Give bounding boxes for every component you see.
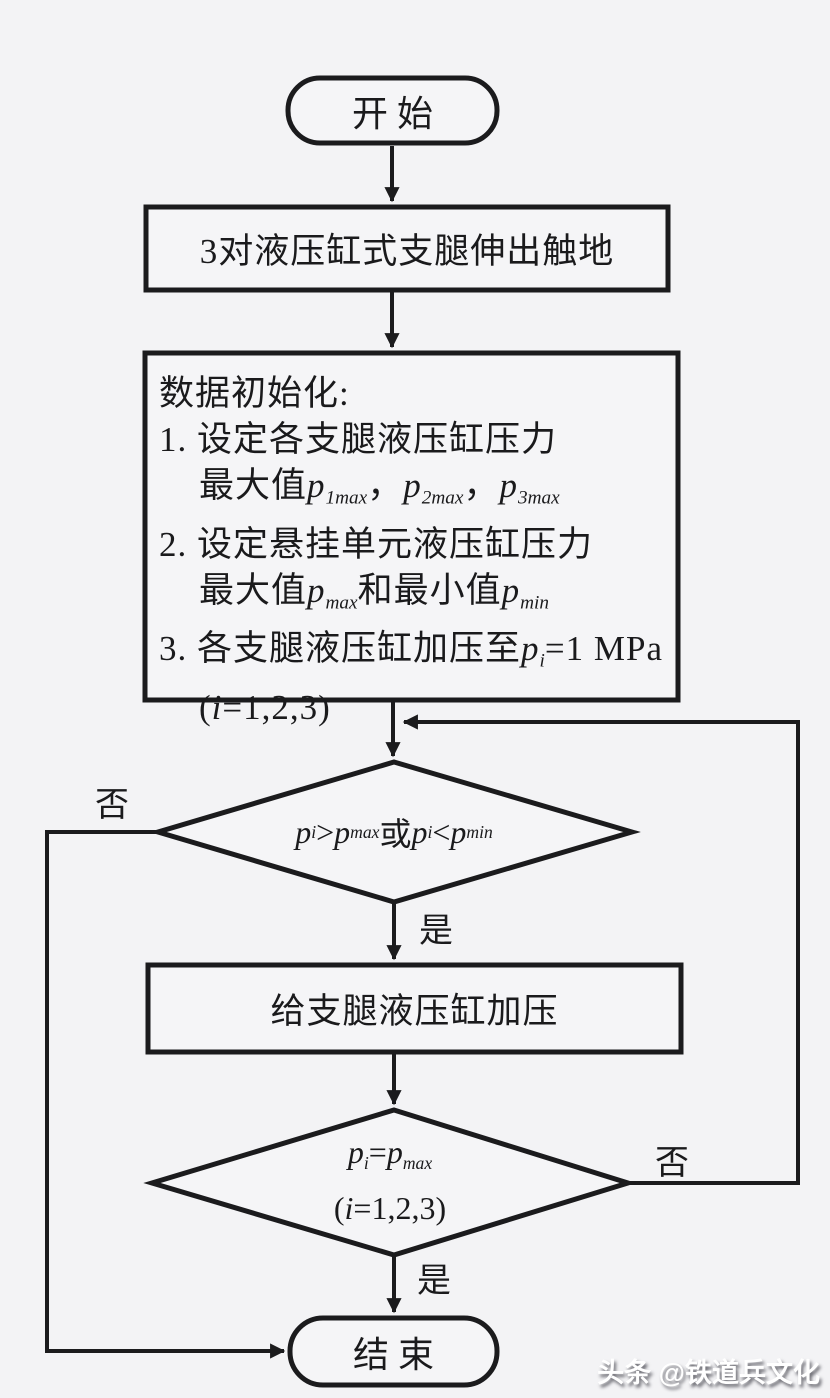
math-op-eq: = [368, 1134, 387, 1171]
init-title: 数据初始化: [159, 374, 350, 413]
conjunction-or: 或 [379, 816, 412, 852]
math-sub-1max: 1max [325, 487, 368, 509]
end-terminator-shape [287, 1315, 500, 1388]
math-var-i: i [344, 1189, 354, 1226]
math-var-pmax: p [307, 570, 326, 610]
decision2-diamond-shape [143, 1107, 637, 1258]
init-process-shape [142, 350, 681, 703]
paren-open: ( [333, 1189, 345, 1226]
init-item2b-prefix: 最大值 [199, 570, 308, 610]
math-sub-min: min [466, 821, 493, 842]
math-var-pi: p [521, 629, 540, 669]
math-sub-max: max [350, 821, 380, 842]
math-var-p3max: p [499, 466, 518, 505]
init-item3-suffix: =1 MPa [544, 629, 663, 669]
math-var-p: p [295, 813, 312, 850]
decision2-line1: pi=pmax [348, 1130, 432, 1185]
math-sub-2max: 2max [421, 487, 464, 509]
decision1-yes-label: 是 [419, 912, 453, 950]
decision2-line2: (i=1,2,3) [334, 1186, 446, 1230]
edge-decision1-no-to-end [45, 830, 286, 1359]
init-item3-range: (i=1,2,3) [159, 685, 671, 731]
start-node-label: 开始 [351, 93, 442, 134]
init-item2: 2. 设定悬挂单元液压缸压力 [159, 524, 594, 564]
math-sub-i: i [539, 651, 545, 673]
math-sub-3max: 3max [517, 487, 560, 509]
math-sub-max: max [402, 1153, 433, 1174]
paren-open: ( [199, 688, 212, 728]
decision1-no-label: 否 [95, 786, 129, 824]
math-sub-i: i [311, 821, 317, 842]
step1-process-shape [143, 204, 671, 293]
math-sub-min: min [520, 592, 549, 614]
math-var-p: p [411, 813, 428, 850]
step2-process-shape [145, 962, 684, 1055]
decision2-yes-label: 是 [417, 1262, 451, 1300]
step2-node-label: 给支腿液压缸加压 [270, 992, 559, 1031]
init-item2b-mid: 和最小值 [357, 570, 502, 610]
init-item3-prefix: 3. 各支腿液压缸加压至 [159, 629, 522, 669]
watermark-text: 头条 @铁道兵文化 [597, 1358, 820, 1388]
math-var-p1max: p [307, 466, 326, 505]
decision2-no-label: 否 [655, 1144, 689, 1182]
math-var-p: p [386, 1134, 403, 1171]
math-var-pmin: p [501, 570, 521, 610]
math-var-p: p [334, 813, 351, 850]
init-item2-values: 最大值pmax和最小值pmin [159, 568, 671, 627]
init-item1b-prefix: 最大值 [199, 466, 308, 505]
math-sub-i: i [427, 821, 433, 842]
start-terminator-shape [285, 75, 500, 146]
math-var-p: p [347, 1134, 364, 1171]
step1-node-label: 3对液压缸式支腿伸出触地 [199, 232, 615, 271]
math-op-lt: < [432, 813, 451, 850]
decision1-diamond-shape [149, 759, 641, 905]
init-item3: 3. 各支腿液压缸加压至pi=1 MPa [159, 626, 671, 685]
init-item1: 1. 设定各支腿液压缸压力 [159, 420, 558, 459]
math-sub-max: max [325, 592, 358, 614]
math-op-gt: > [316, 813, 335, 850]
decision2-node-label: pi=pmax (i=1,2,3) [152, 1128, 628, 1232]
comma: ， [367, 466, 404, 505]
math-var-p: p [450, 813, 467, 850]
end-node-label: 结束 [352, 1334, 443, 1375]
decision2-range-rest: =1,2,3) [353, 1189, 447, 1226]
init-item3b-rest: =1,2,3) [222, 688, 331, 728]
init-node-text: 数据初始化: 1. 设定各支腿液压缸压力 最大值p1max，p2max，p3ma… [159, 371, 671, 731]
edge-decision2-no-loop [402, 714, 800, 1185]
init-item1-values: 最大值p1max，p2max，p3max [159, 463, 671, 522]
math-var-p2max: p [403, 466, 422, 505]
math-var-i: i [211, 688, 223, 728]
math-sub-i: i [363, 1153, 369, 1174]
comma: ， [463, 466, 500, 505]
